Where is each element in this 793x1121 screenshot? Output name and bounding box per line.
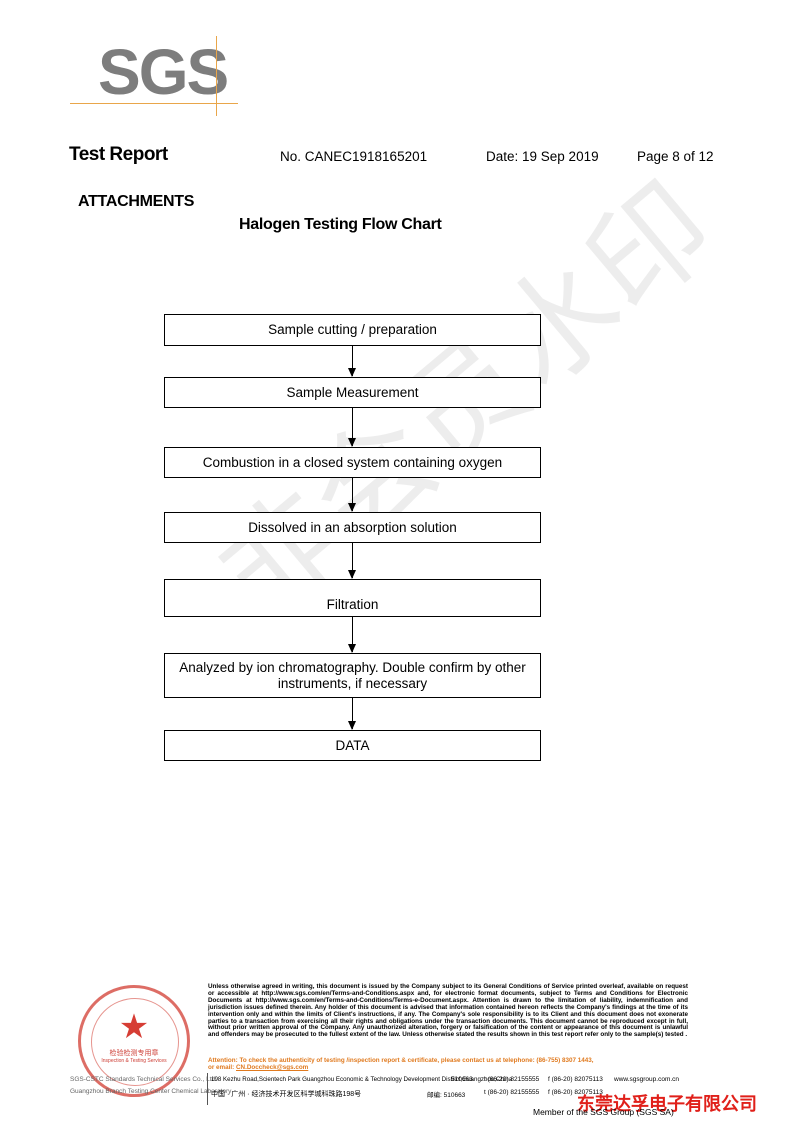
- report-date: Date: 19 Sep 2019: [486, 149, 599, 164]
- address-chinese-fax: f (86-20) 82075113: [548, 1089, 603, 1096]
- member-of-sgs-group: Member of the SGS Group (SGS SA): [533, 1107, 674, 1117]
- address-english-tel: t (86-20) 82155555: [484, 1076, 540, 1083]
- attention-text: Attention: To check the authenticity of …: [208, 1057, 594, 1064]
- inspection-stamp: ★ 检验检测专用章 Inspection & Testing Services: [78, 985, 190, 1097]
- report-number: No. CANEC1918165201: [280, 149, 428, 164]
- flow-arrow-3: [348, 478, 356, 512]
- section-title: ATTACHMENTS: [78, 193, 195, 210]
- flow-step-3: Combustion in a closed system containing…: [164, 447, 541, 478]
- footer-divider: [207, 1073, 208, 1105]
- stamp-inner-ring: [91, 998, 179, 1086]
- logo-orange-vertical-line: [216, 36, 217, 116]
- address-chinese-tel: t (86-20) 82155555: [484, 1089, 540, 1096]
- report-title: Test Report: [69, 144, 168, 165]
- attention-email-prefix: or email:: [208, 1064, 236, 1071]
- flow-arrow-6: [348, 698, 356, 730]
- address-chinese-zip: 邮编: 510663: [427, 1092, 466, 1099]
- sgs-logo: [70, 36, 238, 116]
- lab-name-line2: Guangzhou Branch Testing Center Chemical…: [70, 1088, 232, 1095]
- flow-arrow-1: [348, 346, 356, 377]
- star-icon: ★: [118, 1008, 150, 1046]
- flow-step-6: Analyzed by ion chromatography. Double c…: [164, 653, 541, 698]
- lab-name-line1: SGS-CSTC Standards Technical Services Co…: [70, 1076, 217, 1083]
- legal-disclaimer: Unless otherwise agreed in writing, this…: [208, 983, 688, 1039]
- website-link[interactable]: www.sgsgroup.com.cn: [614, 1076, 680, 1083]
- address-chinese: 中国 · 广州 · 经济技术开发区科学城科珠路198号: [211, 1091, 362, 1098]
- logo-orange-horizontal-line: [70, 103, 238, 104]
- sgs-logo-text: SGS: [98, 36, 229, 108]
- flow-arrow-2: [348, 408, 356, 447]
- flow-arrow-4: [348, 543, 356, 579]
- flow-step-5: Filtration: [164, 579, 541, 617]
- flow-step-4: Dissolved in an absorption solution: [164, 512, 541, 543]
- address-english-fax: f (86-20) 82075113: [548, 1076, 603, 1083]
- stamp-text-en: Inspection & Testing Services: [101, 1058, 167, 1064]
- page-indicator: Page 8 of 12: [637, 149, 714, 164]
- doccheck-email-link[interactable]: CN.Doccheck@sgs.com: [236, 1064, 309, 1071]
- company-name-overlay: 东莞达孚电子有限公司: [577, 1094, 757, 1115]
- attention-email-line: or email: CN.Doccheck@sgs.com: [208, 1064, 688, 1071]
- flow-chart-title: Halogen Testing Flow Chart: [239, 216, 442, 233]
- address-english: 198 Kezhu Road,Scientech Park Guangzhou …: [211, 1076, 513, 1083]
- flow-step-2: Sample Measurement: [164, 377, 541, 408]
- authenticity-notice: Attention: To check the authenticity of …: [208, 1057, 688, 1071]
- address-english-zip: 510663: [451, 1076, 473, 1083]
- flow-arrow-5: [348, 617, 356, 653]
- flow-step-1: Sample cutting / preparation: [164, 314, 541, 346]
- stamp-text-cn: 检验检测专用章: [109, 1050, 159, 1057]
- flow-step-7: DATA: [164, 730, 541, 761]
